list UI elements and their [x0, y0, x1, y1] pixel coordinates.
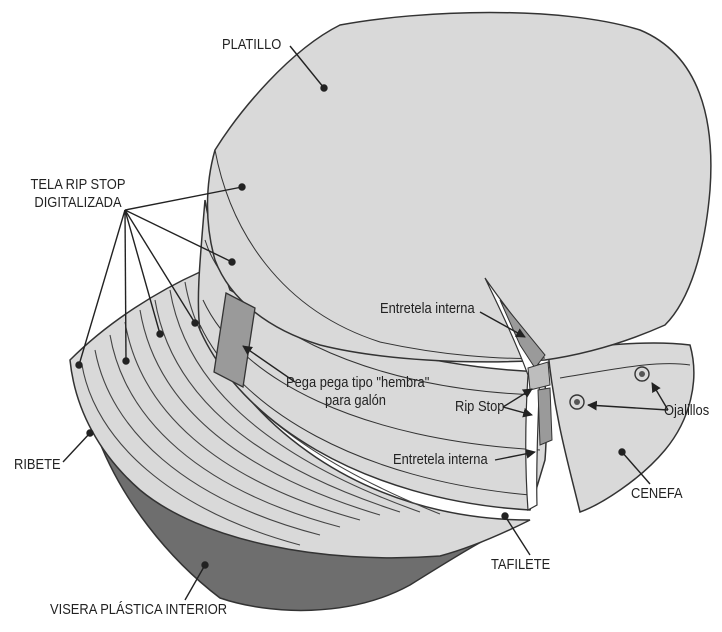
platillo-crown	[206, 11, 712, 363]
label-ojalillos: Ojalillos	[664, 402, 710, 419]
leader-cenefa	[621, 451, 651, 485]
leader-platillo	[289, 45, 325, 89]
label-platillo: PLATILLO	[222, 36, 282, 53]
rip-stop-piece	[527, 361, 551, 391]
leader-ojalillo-1	[587, 400, 669, 411]
leader-tela-1	[124, 186, 243, 211]
leader-tela-3	[124, 209, 196, 324]
leader-ojalillo-2	[651, 382, 669, 411]
label-ribete: RIBETE	[14, 456, 61, 473]
label-pega-1: Pega pega tipo "hembra"	[286, 374, 430, 391]
leader-entretela-bottom	[494, 448, 536, 461]
label-cenefa: CENEFA	[631, 485, 683, 502]
eyelet-left	[569, 394, 585, 410]
leader-tela-5	[124, 209, 127, 362]
leader-ribete	[62, 432, 91, 463]
leader-tafilete	[504, 515, 531, 556]
leader-rip-stop-1	[502, 388, 533, 408]
leader-entretela-top	[479, 311, 526, 338]
leader-visera	[184, 564, 206, 601]
label-tela-rip-stop-1: TELA RIP STOP	[30, 176, 126, 193]
label-pega-2: para galón	[325, 392, 386, 409]
label-tafilete: TAFILETE	[491, 556, 551, 573]
label-tela-rip-stop-2: DIGITALIZADA	[34, 194, 122, 211]
leader-tela-2	[124, 209, 233, 263]
leader-rip-stop-2	[502, 406, 533, 418]
label-rip-stop: Rip Stop	[455, 398, 505, 415]
eyelet-right	[634, 366, 650, 382]
leader-tela-6	[78, 209, 126, 366]
label-entretela-bottom: Entretela interna	[393, 451, 488, 468]
velcro-patch	[213, 292, 256, 388]
entretela-bottom-piece	[537, 387, 553, 446]
leader-tela-4	[124, 209, 161, 335]
label-visera: VISERA PLÁSTICA INTERIOR	[50, 601, 228, 618]
label-entretela-top: Entretela interna	[380, 300, 475, 317]
leader-pega	[242, 345, 296, 383]
